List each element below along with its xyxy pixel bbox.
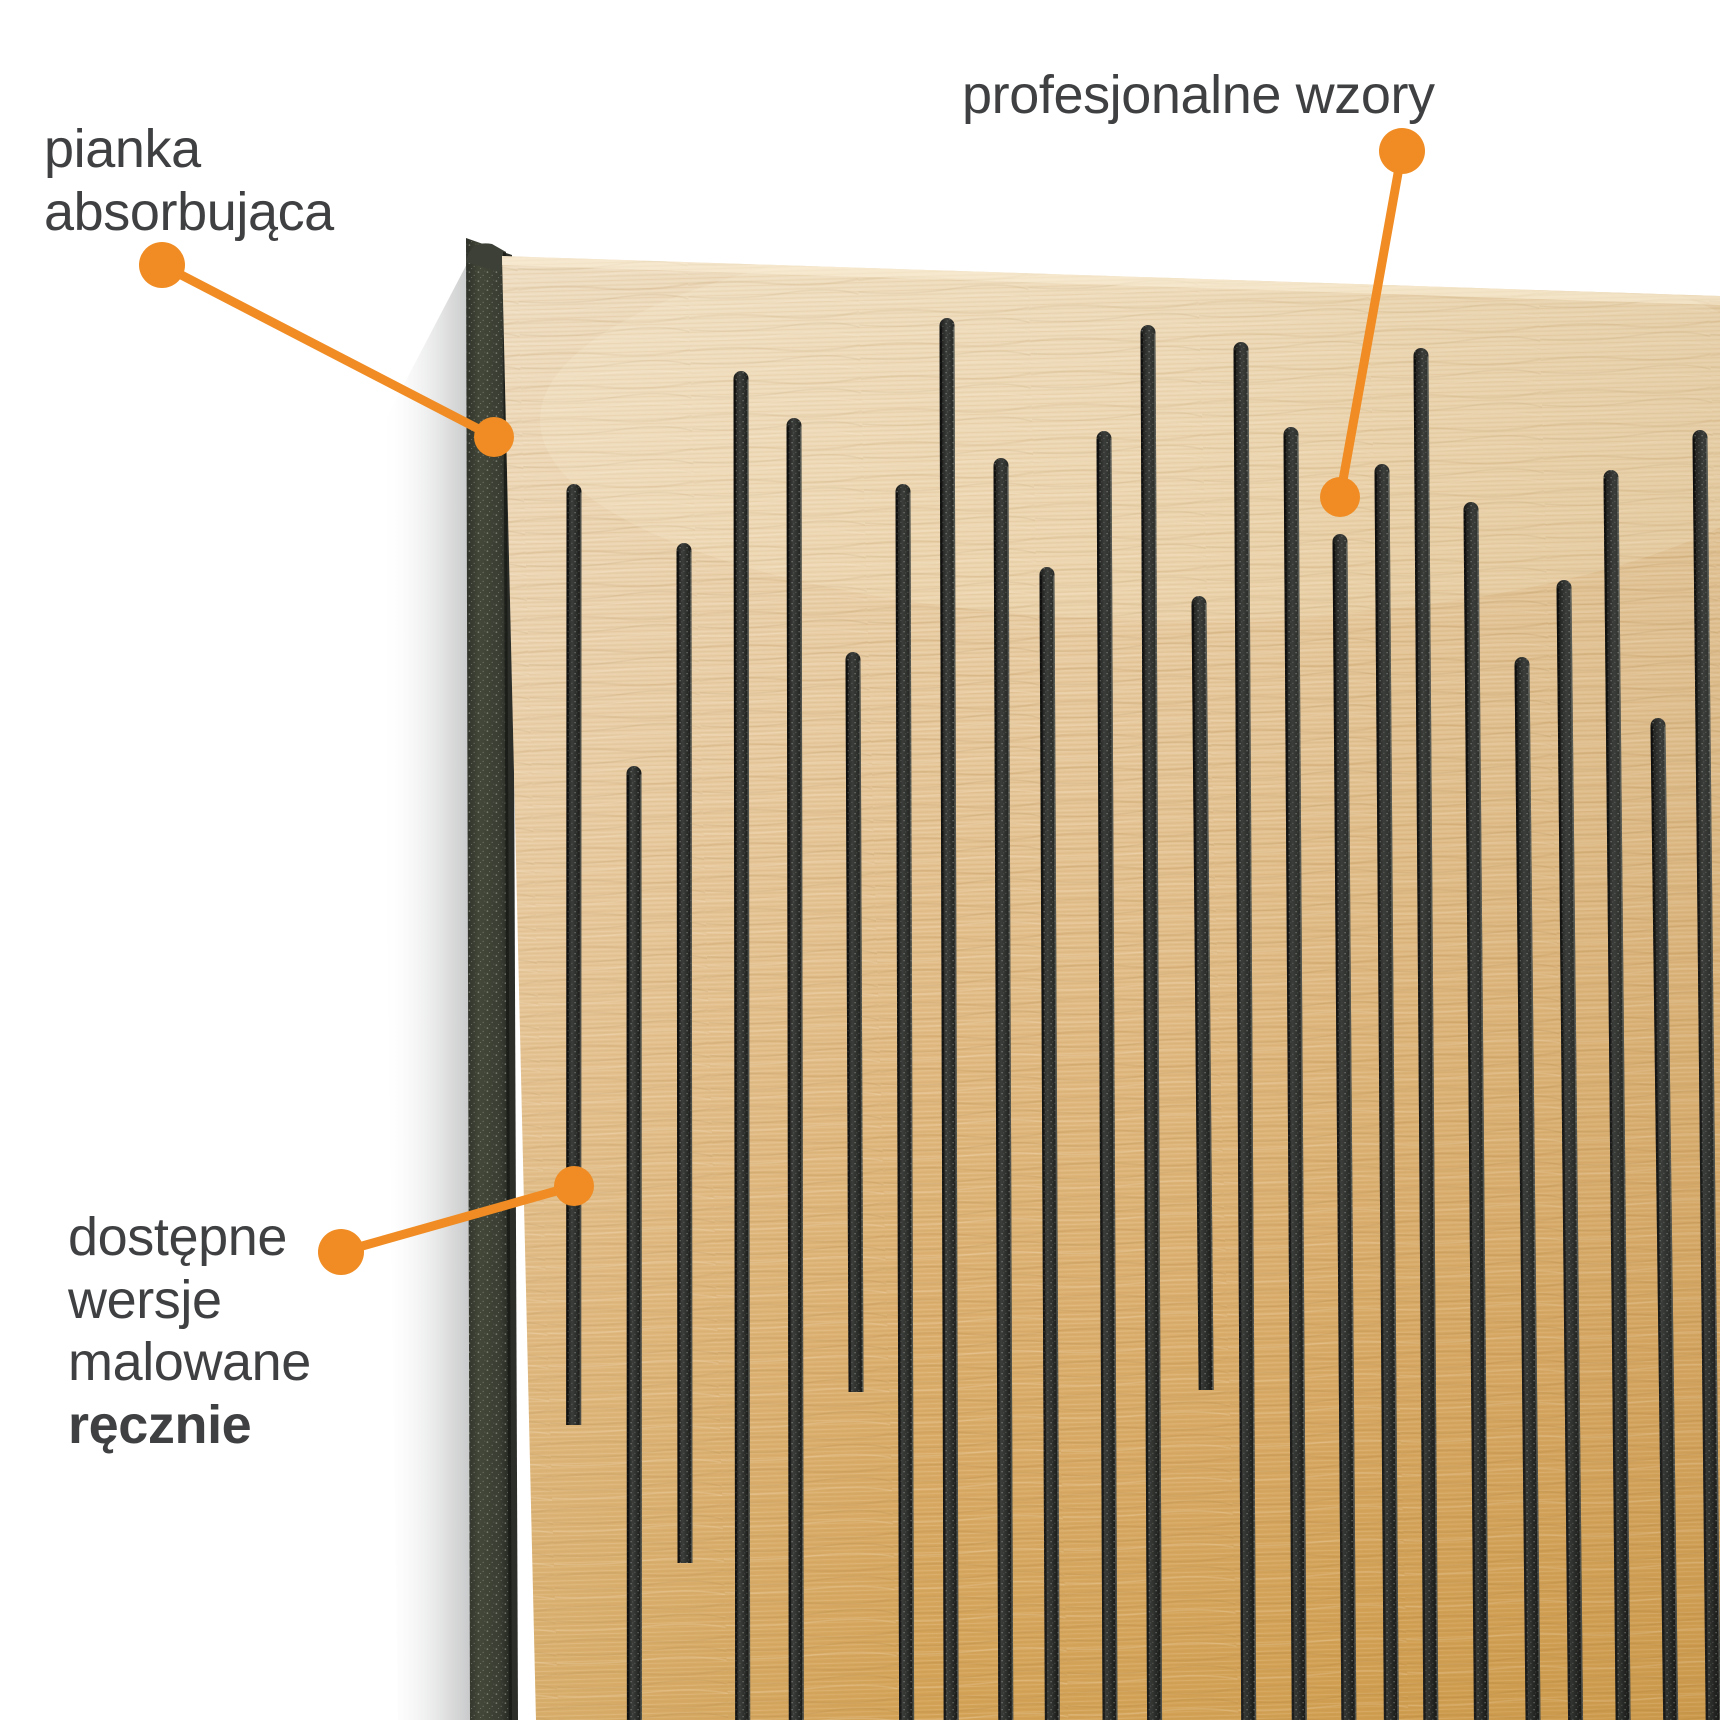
panel-slot — [939, 318, 959, 1720]
panel-slot — [1514, 657, 1541, 1720]
panel-slot — [1096, 431, 1118, 1720]
panel-slot — [1463, 502, 1489, 1720]
panel-slot — [1140, 325, 1163, 1720]
foam-edge — [466, 238, 518, 1720]
callout-label-dostepne-wersje-malowane-recznie: dostępne wersje malowane ręcznie — [68, 1206, 311, 1457]
panel-slot — [1413, 348, 1439, 1720]
callout-label-profesjonalne-wzory: profesjonalne wzory — [962, 65, 1435, 125]
panel-slot — [733, 371, 751, 1720]
panel-slot — [566, 484, 582, 1425]
panel-slot — [1332, 534, 1357, 1720]
panel-slot — [786, 418, 804, 1720]
panel-slot — [1191, 596, 1214, 1390]
callout-label-pianka-absorbujaca: pianka absorbująca — [44, 119, 334, 242]
panel-slot — [1692, 430, 1720, 1720]
panel-slot — [1650, 718, 1679, 1720]
panel-slot — [993, 458, 1014, 1720]
panel-slot — [1039, 567, 1060, 1720]
panel-slot — [845, 652, 864, 1392]
slot-group — [566, 318, 1720, 1720]
panel-slot — [1374, 464, 1399, 1720]
panel-slot — [1283, 427, 1307, 1720]
panel-slot — [895, 484, 915, 1720]
callout-painted-regular-text: dostępne wersje malowane — [68, 1207, 311, 1393]
wood-face — [502, 256, 1720, 1720]
panel-slot — [1603, 470, 1631, 1720]
callout-painted-bold-text: ręcznie — [68, 1394, 252, 1455]
panel-slot — [1233, 342, 1257, 1720]
panel-slot — [626, 766, 642, 1720]
panel-slot — [1556, 580, 1584, 1720]
panel-slot — [676, 543, 693, 1563]
